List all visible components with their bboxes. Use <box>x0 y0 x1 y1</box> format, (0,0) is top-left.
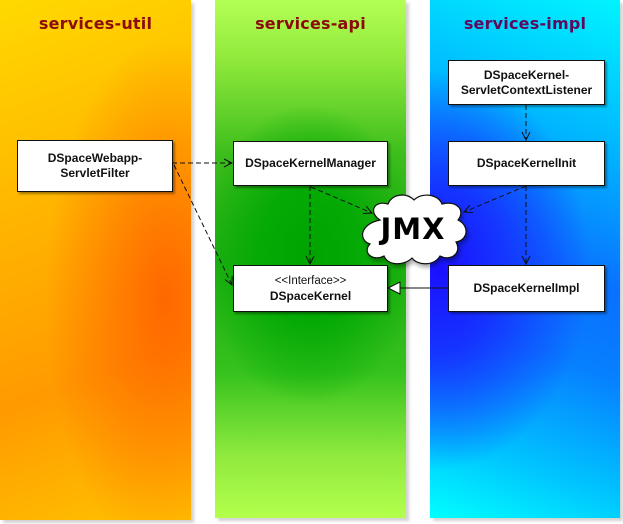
column-title-services-util: services-util <box>38 14 153 33</box>
edge-filter-to-kernel <box>173 164 232 285</box>
box-dspace-kernel-servletcontextlistener[interactable]: DSpaceKernel- ServletContextListener <box>448 60 605 105</box>
box-label: DSpaceKernelImpl <box>473 281 580 295</box>
edge-manager-to-jmx <box>310 186 372 213</box>
box-label-line2: ServletContextListener <box>460 82 593 97</box>
box-stereotype: <<Interface>> <box>274 274 347 287</box>
column-services-util: services-util <box>0 0 191 520</box>
box-label: DSpaceKernelManager <box>245 156 376 170</box>
edge-init-to-jmx <box>464 185 527 212</box>
jmx-cloud-shape <box>362 194 467 265</box>
box-label: DSpaceKernel <box>269 288 352 303</box>
column-title-services-api: services-api <box>255 14 366 33</box>
box-label-line2: ServletFilter <box>60 166 130 180</box>
box-dspace-kernel-interface[interactable]: <<Interface>> DSpaceKernel <box>233 265 388 312</box>
box-dspace-kernel-init[interactable]: DSpaceKernelInit <box>448 141 605 186</box>
jmx-cloud-label: JMX <box>380 212 446 246</box>
column-title-services-impl: services-impl <box>463 14 587 33</box>
box-label-line1: DSpaceKernel- <box>483 67 570 82</box>
box-dspace-kernel-impl[interactable]: DSpaceKernelImpl <box>448 265 605 312</box>
box-label: DSpaceKernelInit <box>476 156 577 170</box>
box-dspace-kernel-manager[interactable]: DSpaceKernelManager <box>233 141 388 186</box>
box-dspace-webapp-servletfilter[interactable]: DSpaceWebapp- ServletFilter <box>17 140 173 192</box>
box-label-line1: DSpaceWebapp- <box>47 151 143 165</box>
